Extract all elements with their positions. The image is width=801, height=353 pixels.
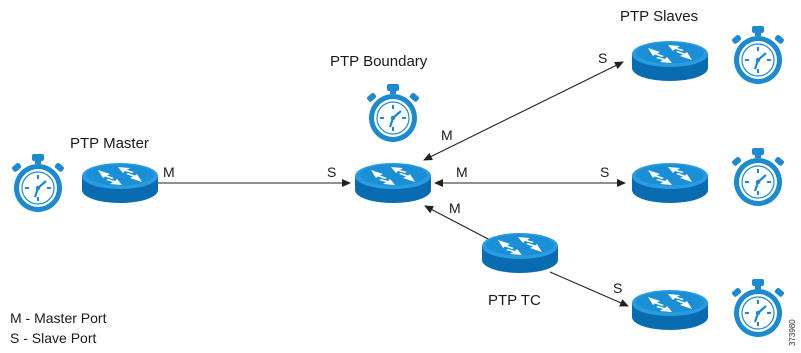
label-ptp-tc: PTP TC [488,292,541,309]
port-boundary-low-master: M [449,200,461,216]
router-ptp-slave-1 [632,41,708,81]
legend-slave-port: S - Slave Port [10,330,96,346]
port-master-out: M [163,164,175,180]
link-boundary-to-slave1 [423,61,624,161]
legend-master-port: M - Master Port [10,310,107,326]
port-boundary-up-master: M [441,127,453,143]
port-slave2-in: S [600,164,609,180]
router-ptp-boundary [355,163,431,203]
link-boundary-to-tc [424,205,491,241]
figure-id: 373980 [788,319,797,346]
port-boundary-mid-master: M [456,164,468,180]
label-ptp-slaves: PTP Slaves [620,8,698,25]
router-ptp-slave-3 [632,290,708,330]
clock-icon-slave-3 [730,277,786,339]
router-ptp-slave-2 [632,163,708,203]
clock-icon-slave-2 [730,146,786,208]
clock-icon-boundary [365,82,421,144]
router-ptp-tc [482,233,558,273]
clock-icon-slave-1 [730,24,786,86]
port-boundary-in: S [327,164,336,180]
clock-icon-master [10,152,66,214]
label-ptp-boundary: PTP Boundary [330,53,428,70]
link-tc-to-slave3 [549,271,629,307]
label-ptp-master: PTP Master [70,135,149,152]
port-slave1-in: S [598,50,607,66]
port-slave3-in: S [613,280,622,296]
router-ptp-master [82,163,158,203]
